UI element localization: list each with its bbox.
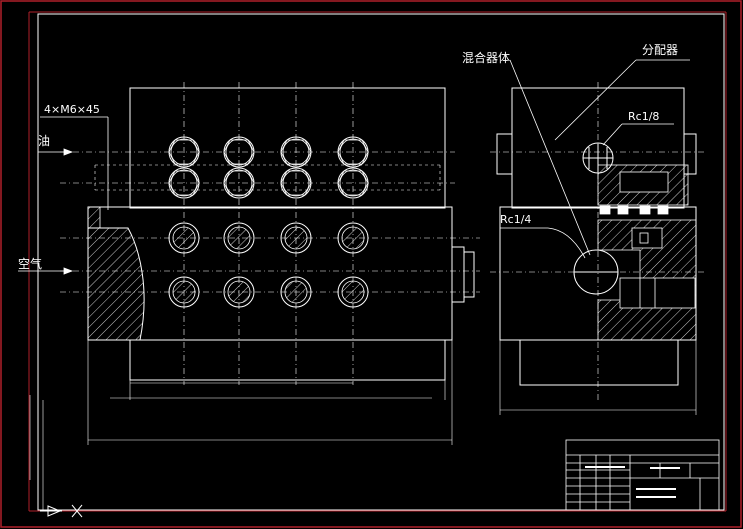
label-rc-one-quarter: Rc1/4 [500, 213, 532, 226]
side-leaders [500, 59, 690, 259]
front-hatch-strip [87, 206, 101, 229]
side-center-lines [490, 82, 705, 400]
front-hatch-left [87, 227, 145, 341]
front-hidden-lines [94, 164, 441, 191]
label-air: 空气 [18, 257, 43, 271]
port-hole-hatch [173, 227, 364, 303]
front-dimensions [29, 300, 453, 510]
title-block-fills [585, 466, 680, 498]
front-center-lines [60, 82, 480, 385]
label-distributor: 分配器 [642, 43, 679, 57]
air-arrow [18, 267, 74, 275]
title-block [565, 439, 720, 511]
side-dimensions [499, 340, 697, 415]
oil-arrow [38, 148, 74, 156]
screw-leader [40, 116, 109, 210]
label-screw-spec: 4×M6×45 [44, 103, 100, 116]
sheet-border-red [28, 11, 727, 512]
label-rc-one-eighth: Rc1/8 [628, 110, 660, 123]
inner-border [37, 13, 725, 511]
side-port-details [599, 171, 696, 309]
label-mixer-body: 混合器体 [462, 51, 511, 65]
label-oil: 油 [38, 134, 51, 148]
axis-mark [40, 504, 83, 518]
front-view [87, 87, 475, 381]
